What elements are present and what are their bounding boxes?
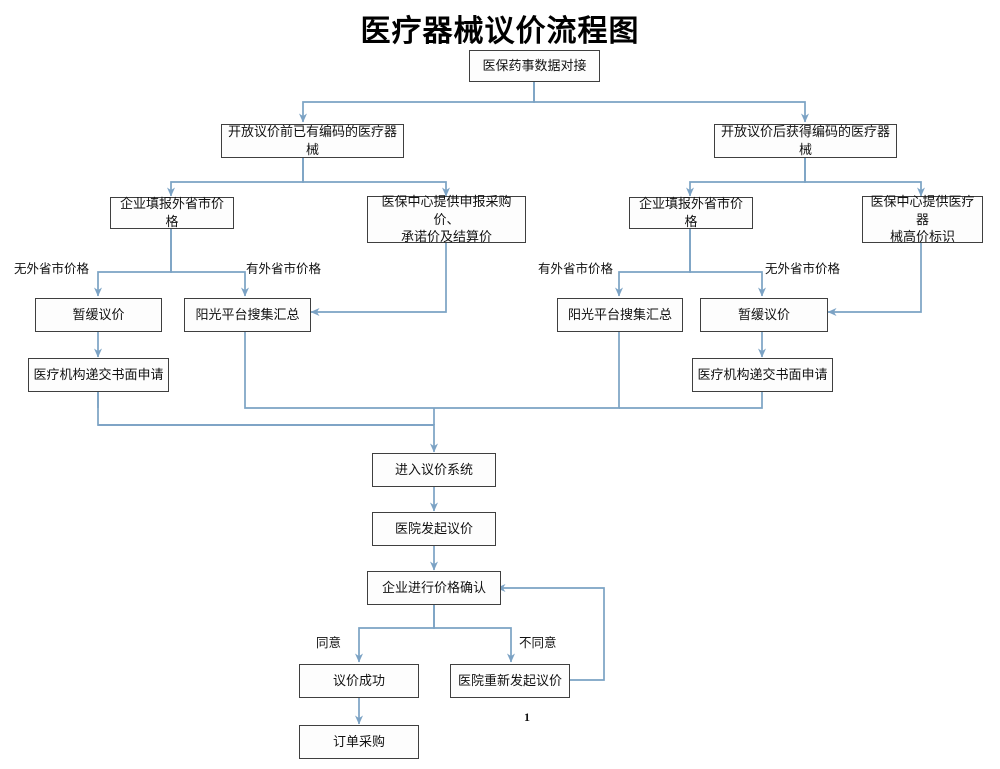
node-success[interactable]: 议价成功 [299,664,419,698]
node-right-written-apply-label: 医疗机构递交书面申请 [697,367,828,383]
node-right-fill-price[interactable]: 企业填报外省市价格 [629,196,753,229]
node-left-delay[interactable]: 暂缓议价 [35,298,162,332]
node-order-purchase[interactable]: 订单采购 [299,725,419,759]
edge-label-right-has-price: 有外省市价格 [538,262,614,276]
node-left-center-price-line2: 承诺价及结算价 [400,229,492,245]
node-right-branch[interactable]: 开放议价后获得编码的医疗器械 [714,124,897,158]
node-right-written-apply[interactable]: 医疗机构递交书面申请 [692,358,833,392]
page-title: 医疗器械议价流程图 [360,15,640,48]
node-right-sunshine-label: 阳光平台搜集汇总 [567,307,672,323]
node-left-center-price-line1: 医保中心提供申报采购价、 [381,194,512,227]
node-right-high-price[interactable]: 医保中心提供医疗器 械高价标识 [862,194,983,245]
node-right-branch-label: 开放议价后获得编码的医疗器械 [720,124,890,157]
node-left-branch[interactable]: 开放议价前已有编码的医疗器械 [221,124,404,158]
edge-label-disagree: 不同意 [519,636,557,650]
node-restart-label: 医院重新发起议价 [457,673,562,689]
node-right-delay-label: 暂缓议价 [737,307,790,323]
node-right-sunshine[interactable]: 阳光平台搜集汇总 [557,298,683,332]
node-root[interactable]: 医保药事数据对接 [469,50,600,82]
edge-label-left-no-price: 无外省市价格 [14,262,90,276]
edge-label-right-no-price: 无外省市价格 [765,262,841,276]
node-order-purchase-label: 订单采购 [332,734,385,750]
node-right-high-price-line1: 医保中心提供医疗器 [870,194,975,227]
node-hospital-start[interactable]: 医院发起议价 [372,512,496,546]
edge-label-agree: 同意 [316,636,342,650]
node-left-sunshine-label: 阳光平台搜集汇总 [195,307,300,323]
node-left-fill-price[interactable]: 企业填报外省市价格 [110,196,234,229]
node-root-label: 医保药事数据对接 [482,58,587,74]
node-company-confirm[interactable]: 企业进行价格确认 [367,571,501,605]
edge-label-left-has-price: 有外省市价格 [246,262,322,276]
node-right-high-price-line2: 械高价标识 [889,229,955,245]
node-company-confirm-label: 企业进行价格确认 [381,580,486,596]
node-right-delay[interactable]: 暂缓议价 [700,298,828,332]
node-left-written-apply-label: 医疗机构递交书面申请 [33,367,164,383]
node-restart[interactable]: 医院重新发起议价 [450,664,570,698]
node-right-fill-price-label: 企业填报外省市价格 [638,196,743,229]
connector-group [94,82,925,725]
node-enter-system[interactable]: 进入议价系统 [372,453,496,487]
node-left-branch-label: 开放议价前已有编码的医疗器械 [227,124,397,157]
node-left-written-apply[interactable]: 医疗机构递交书面申请 [28,358,169,392]
node-left-sunshine[interactable]: 阳光平台搜集汇总 [184,298,311,332]
node-left-delay-label: 暂缓议价 [72,307,125,323]
node-hospital-start-label: 医院发起议价 [394,521,473,537]
node-enter-system-label: 进入议价系统 [394,462,473,478]
connector-group-plain [97,332,763,426]
node-left-fill-price-label: 企业填报外省市价格 [119,196,224,229]
node-success-label: 议价成功 [332,673,385,689]
node-left-center-price[interactable]: 医保中心提供申报采购价、 承诺价及结算价 [367,194,526,245]
page-number: 1 [524,710,530,724]
